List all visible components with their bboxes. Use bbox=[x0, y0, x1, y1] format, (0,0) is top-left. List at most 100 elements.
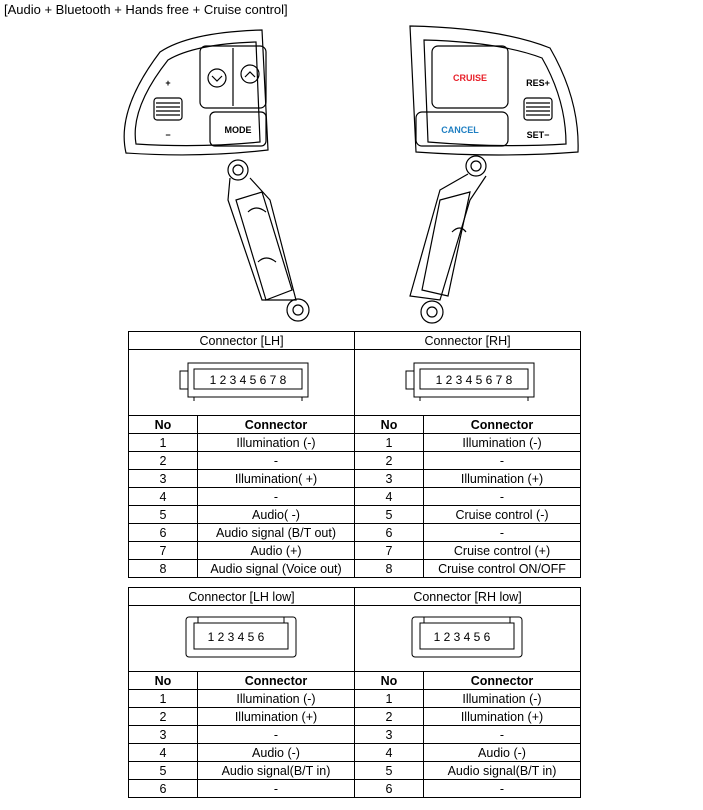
pin-number-rh: 5 bbox=[354, 505, 425, 524]
table-row: 6-6- bbox=[128, 779, 581, 798]
col-connector-header: Connector bbox=[423, 671, 581, 690]
col-connector-header: Connector bbox=[423, 415, 582, 434]
pin-function-rh: Illumination (-) bbox=[423, 689, 581, 708]
pin-number-lh: 1 bbox=[128, 689, 198, 708]
pin-number-lh: 1 bbox=[128, 433, 198, 452]
col-connector-header: Connector bbox=[196, 415, 356, 434]
pin-function-lh: - bbox=[196, 451, 356, 470]
pin-function-lh: Illumination( +) bbox=[196, 469, 356, 488]
seek-button-block bbox=[199, 45, 267, 109]
left-switch-housing bbox=[123, 29, 269, 156]
connector-lh-low-pin-diagram: 1 2 3 4 5 6 bbox=[185, 616, 296, 658]
chevron-up-icon bbox=[240, 64, 260, 84]
pin-number-rh: 8 bbox=[354, 559, 425, 578]
pin-function-lh: - bbox=[197, 779, 355, 798]
pin-function-lh: Audio( -) bbox=[196, 505, 356, 524]
connector-lh-low-title: Connector [LH low] bbox=[128, 587, 355, 606]
pin-number-rh: 6 bbox=[354, 523, 425, 542]
pin-function-lh: Illumination (-) bbox=[196, 433, 356, 452]
pin-number-rh: 3 bbox=[354, 725, 424, 744]
pin-number-lh: 4 bbox=[128, 743, 198, 762]
table-row: 2-2- bbox=[128, 451, 582, 470]
connector-lh-title: Connector [LH] bbox=[127, 331, 356, 350]
pin-number-lh: 6 bbox=[128, 779, 198, 798]
pin-function-rh: - bbox=[423, 725, 581, 744]
mode-button bbox=[209, 111, 267, 147]
connector-rh-low-title: Connector [RH low] bbox=[354, 587, 581, 606]
pin-number-rh: 1 bbox=[354, 689, 424, 708]
pin-function-rh: - bbox=[423, 451, 582, 470]
pin-function-lh: - bbox=[197, 725, 355, 744]
volume-plus-label: + bbox=[165, 78, 170, 88]
table-row: 4-4- bbox=[128, 487, 582, 506]
pin-number-lh: 8 bbox=[128, 559, 198, 578]
figure-caption: [Audio + Bluetooth + Hands free + Cruise… bbox=[4, 2, 288, 17]
chevron-down-icon bbox=[207, 68, 227, 88]
cruise-button-label: CRUISE bbox=[453, 73, 487, 83]
pin-function-lh: Illumination (+) bbox=[197, 707, 355, 726]
pin-function-lh: Audio (-) bbox=[197, 743, 355, 762]
pin-function-lh: Audio signal (B/T out) bbox=[196, 523, 356, 542]
pin-function-rh: - bbox=[423, 523, 582, 542]
pin-number-rh: 7 bbox=[354, 541, 425, 560]
connector-lh-pin-diagram: 1 2 3 4 5 6 7 8 bbox=[179, 362, 308, 401]
pin-number-lh: 2 bbox=[128, 707, 198, 726]
pin-function-lh: Illumination (-) bbox=[197, 689, 355, 708]
pin-function-rh: Cruise control (+) bbox=[423, 541, 582, 560]
connector-rh-title: Connector [RH] bbox=[354, 331, 582, 350]
pin-function-lh: - bbox=[196, 487, 356, 506]
pin-number-rh: 6 bbox=[354, 779, 424, 798]
pin-function-rh: Cruise control (-) bbox=[423, 505, 582, 524]
pin-function-rh: Audio signal(B/T in) bbox=[423, 761, 581, 780]
pin-number-rh: 1 bbox=[354, 433, 425, 452]
pin-function-rh: Audio (-) bbox=[423, 743, 581, 762]
table-row: 3-3- bbox=[128, 725, 581, 744]
pin-number-rh: 4 bbox=[354, 743, 424, 762]
pin-function-rh: Illumination (-) bbox=[423, 433, 582, 452]
pin-number-rh: 2 bbox=[354, 451, 425, 470]
pin-number-lh: 3 bbox=[128, 725, 198, 744]
pin-number-lh: 6 bbox=[128, 523, 198, 542]
pin-function-rh: - bbox=[423, 487, 582, 506]
connector-rh-pin-diagram: 1 2 3 4 5 6 7 8 bbox=[405, 362, 535, 401]
pin-function-rh: Illumination (+) bbox=[423, 707, 581, 726]
left-stalk-body bbox=[235, 191, 293, 301]
col-no-header: No bbox=[128, 415, 198, 434]
cancel-button-label: CANCEL bbox=[441, 125, 479, 135]
connector-lh-low-pins: 1 2 3 4 5 6 bbox=[207, 630, 264, 644]
cruise-button bbox=[431, 45, 509, 109]
res-label: RES+ bbox=[526, 78, 550, 88]
volume-wheel bbox=[153, 97, 183, 121]
pin-number-lh: 5 bbox=[128, 505, 198, 524]
mode-button-label: MODE bbox=[225, 125, 252, 135]
pin-number-rh: 3 bbox=[354, 469, 425, 488]
connector-rh-low-pins: 1 2 3 4 5 6 bbox=[433, 630, 490, 644]
col-no-header: No bbox=[354, 415, 425, 434]
connector-rh-low-pin-diagram: 1 2 3 4 5 6 bbox=[411, 616, 522, 658]
pin-function-rh: Cruise control ON/OFF bbox=[423, 559, 582, 578]
connector-table-lower: Connector [LH low] Connector [RH low] 1 … bbox=[128, 587, 581, 798]
pin-number-lh: 2 bbox=[128, 451, 198, 470]
col-connector-header: Connector bbox=[197, 671, 355, 690]
pin-function-lh: Audio (+) bbox=[196, 541, 356, 560]
pin-function-lh: Audio signal (Voice out) bbox=[196, 559, 356, 578]
connector-rh-pins: 1 2 3 4 5 6 7 8 bbox=[435, 373, 512, 387]
pin-number-lh: 5 bbox=[128, 761, 198, 780]
pin-number-lh: 3 bbox=[128, 469, 198, 488]
pin-number-rh: 4 bbox=[354, 487, 425, 506]
steering-switch-illustration: + − MODE CRUISE CANCEL RES+ SET− bbox=[123, 25, 579, 324]
connector-table-upper: Connector [LH] Connector [RH] 1 2 3 4 5 … bbox=[127, 331, 582, 578]
connector-lh-pins: 1 2 3 4 5 6 7 8 bbox=[209, 373, 286, 387]
pin-function-lh: Audio signal(B/T in) bbox=[197, 761, 355, 780]
right-stalk-body bbox=[421, 191, 471, 297]
pin-number-rh: 5 bbox=[354, 761, 424, 780]
set-label: SET− bbox=[527, 130, 550, 140]
